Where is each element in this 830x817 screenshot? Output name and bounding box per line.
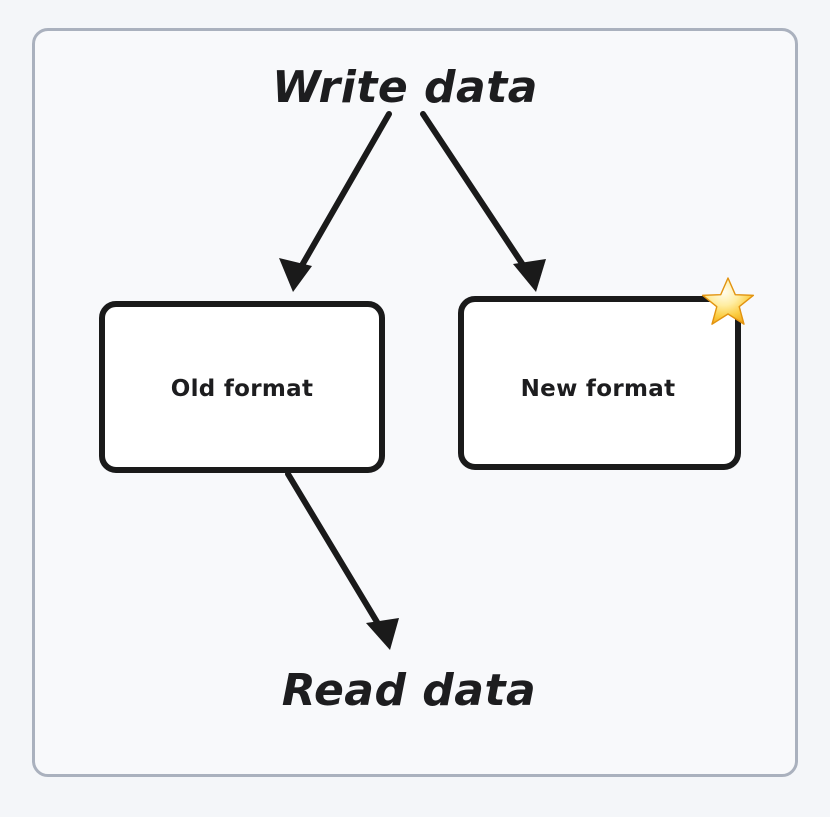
old-format-label: Old format [171, 376, 314, 402]
node-new-format[interactable]: New format [458, 296, 741, 470]
old-format-box[interactable] [99, 301, 385, 473]
node-old-format[interactable]: Old format [99, 301, 385, 473]
new-format-box[interactable] [458, 296, 741, 470]
write-data-title: Write data [272, 62, 538, 113]
star-icon [701, 277, 755, 325]
read-data-title: Read data [282, 665, 536, 716]
edge-old-to-read [285, 471, 399, 650]
new-format-label: New format [521, 376, 676, 402]
edge-write-to-old [279, 111, 392, 292]
edge-write-to-new [420, 111, 546, 292]
